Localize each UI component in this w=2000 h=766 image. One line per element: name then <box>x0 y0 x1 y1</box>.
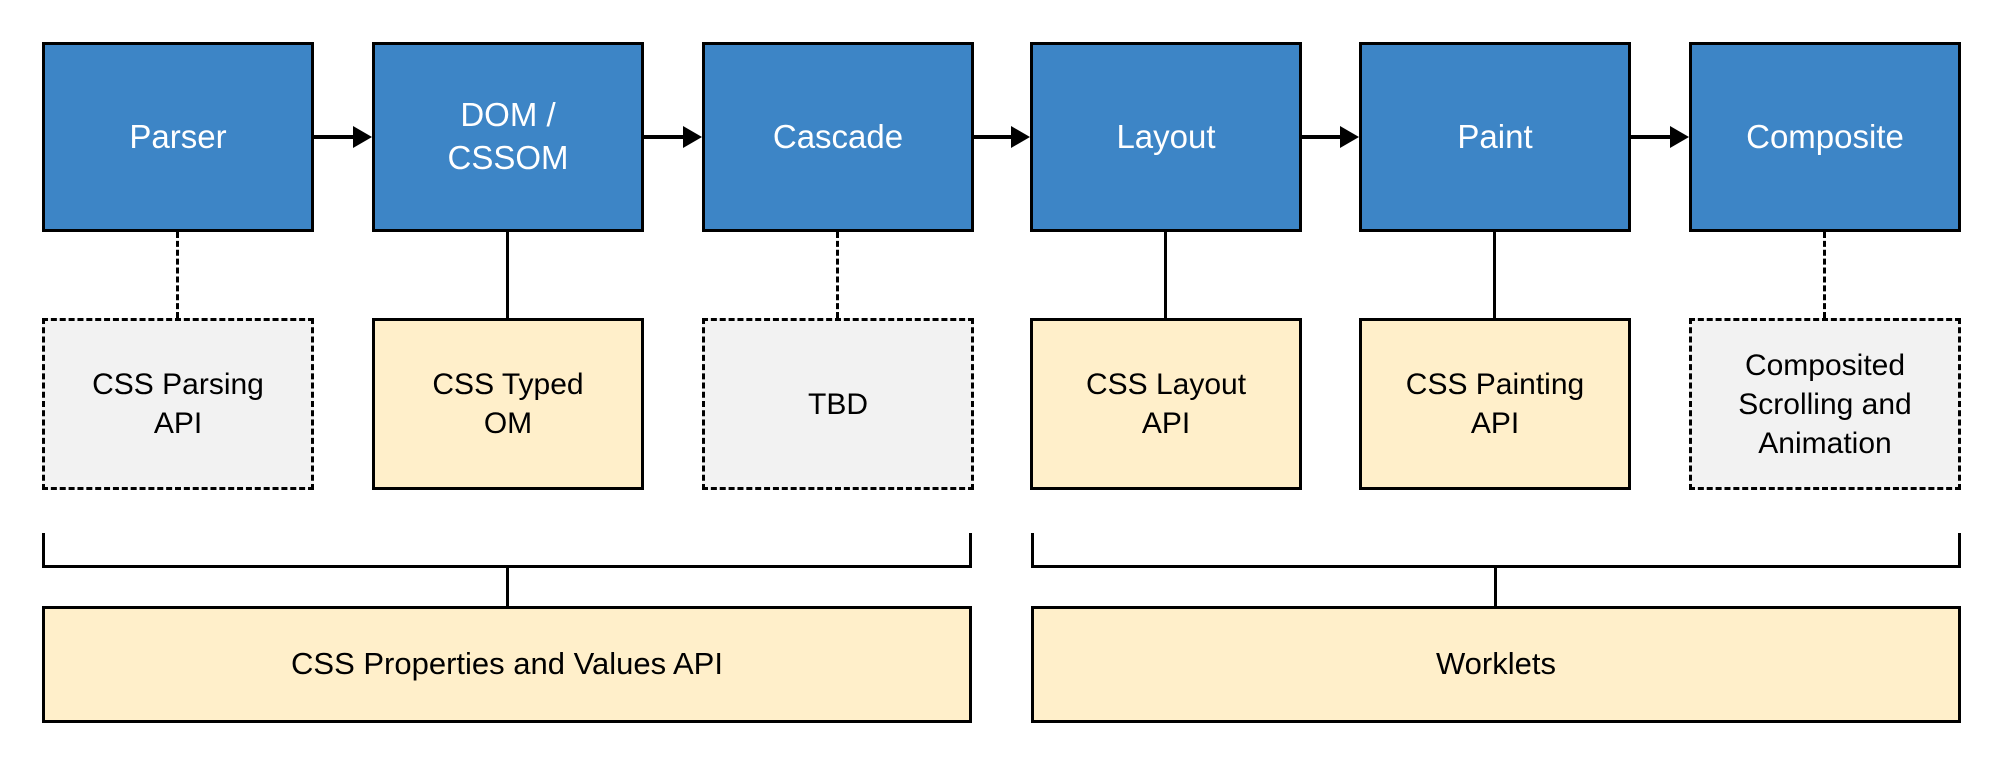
api-label-css-typed-om: CSS Typed OM <box>432 368 584 440</box>
stage-label-cascade: Cascade <box>772 117 904 155</box>
arrow-head-icon <box>1011 126 1030 148</box>
group-box-worklets: Worklets <box>1031 606 1961 723</box>
api-label-css-painting-api: CSS Painting API <box>1405 368 1585 440</box>
api-box-css-typed-om: CSS Typed OM <box>372 318 644 490</box>
connector-parser-to-css-parsing-api <box>176 232 179 318</box>
stage-box-composite: Composite <box>1689 42 1961 232</box>
flow-arrow-layout-to-paint <box>1302 42 1359 232</box>
group-label-css-properties-and-values-api: CSS Properties and Values API <box>291 646 723 682</box>
arrow-head-icon <box>353 126 372 148</box>
api-box-tbd: TBD <box>702 318 974 490</box>
stage-box-dom-cssom: DOM / CSSOM <box>372 42 644 232</box>
stage-box-cascade: Cascade <box>702 42 974 232</box>
arrow-shaft <box>974 135 1011 139</box>
connector-cascade-to-tbd <box>836 232 839 318</box>
api-box-css-layout-api: CSS Layout API <box>1030 318 1302 490</box>
group-box-css-properties-and-values-api: CSS Properties and Values API <box>42 606 972 723</box>
arrow-head-icon <box>1670 126 1689 148</box>
flow-arrow-dom-to-cascade <box>644 42 702 232</box>
api-box-composited-scrolling-animation: Composited Scrolling and Animation <box>1689 318 1961 490</box>
stage-label-layout: Layout <box>1116 117 1216 155</box>
connector-layout-to-css-layout-api <box>1164 232 1167 318</box>
arrow-shaft <box>644 135 683 139</box>
stage-box-layout: Layout <box>1030 42 1302 232</box>
api-label-composited-scrolling-animation: Composited Scrolling and Animation <box>1738 348 1912 460</box>
stage-label-paint: Paint <box>1457 117 1533 155</box>
arrow-shaft <box>1302 135 1340 139</box>
arrow-head-icon <box>683 126 702 148</box>
group-stem-css-properties-and-values-api <box>506 566 509 606</box>
stage-label-dom-cssom: DOM / CSSOM <box>447 96 569 176</box>
arrow-shaft <box>314 135 353 139</box>
flow-arrow-parser-to-dom <box>314 42 372 232</box>
group-label-worklets: Worklets <box>1435 646 1556 682</box>
api-label-css-parsing-api: CSS Parsing API <box>92 368 264 440</box>
api-label-css-layout-api: CSS Layout API <box>1085 368 1247 440</box>
group-bracket-worklets <box>1031 533 1961 568</box>
group-stem-worklets <box>1494 566 1497 606</box>
flow-arrow-cascade-to-layout <box>974 42 1030 232</box>
flow-arrow-paint-to-composite <box>1631 42 1689 232</box>
stage-box-paint: Paint <box>1359 42 1631 232</box>
api-box-css-parsing-api: CSS Parsing API <box>42 318 314 490</box>
arrow-head-icon <box>1340 126 1359 148</box>
api-label-tbd: TBD <box>808 387 868 421</box>
connector-composite-to-compositor-apis <box>1823 232 1826 318</box>
arrow-shaft <box>1631 135 1670 139</box>
connector-dom-to-css-typed-om <box>506 232 509 318</box>
stage-label-composite: Composite <box>1746 117 1904 155</box>
api-box-css-painting-api: CSS Painting API <box>1359 318 1631 490</box>
connector-paint-to-css-painting-api <box>1493 232 1496 318</box>
group-bracket-css-properties-and-values-api <box>42 533 972 568</box>
stage-box-parser: Parser <box>42 42 314 232</box>
stage-label-parser: Parser <box>129 117 227 155</box>
